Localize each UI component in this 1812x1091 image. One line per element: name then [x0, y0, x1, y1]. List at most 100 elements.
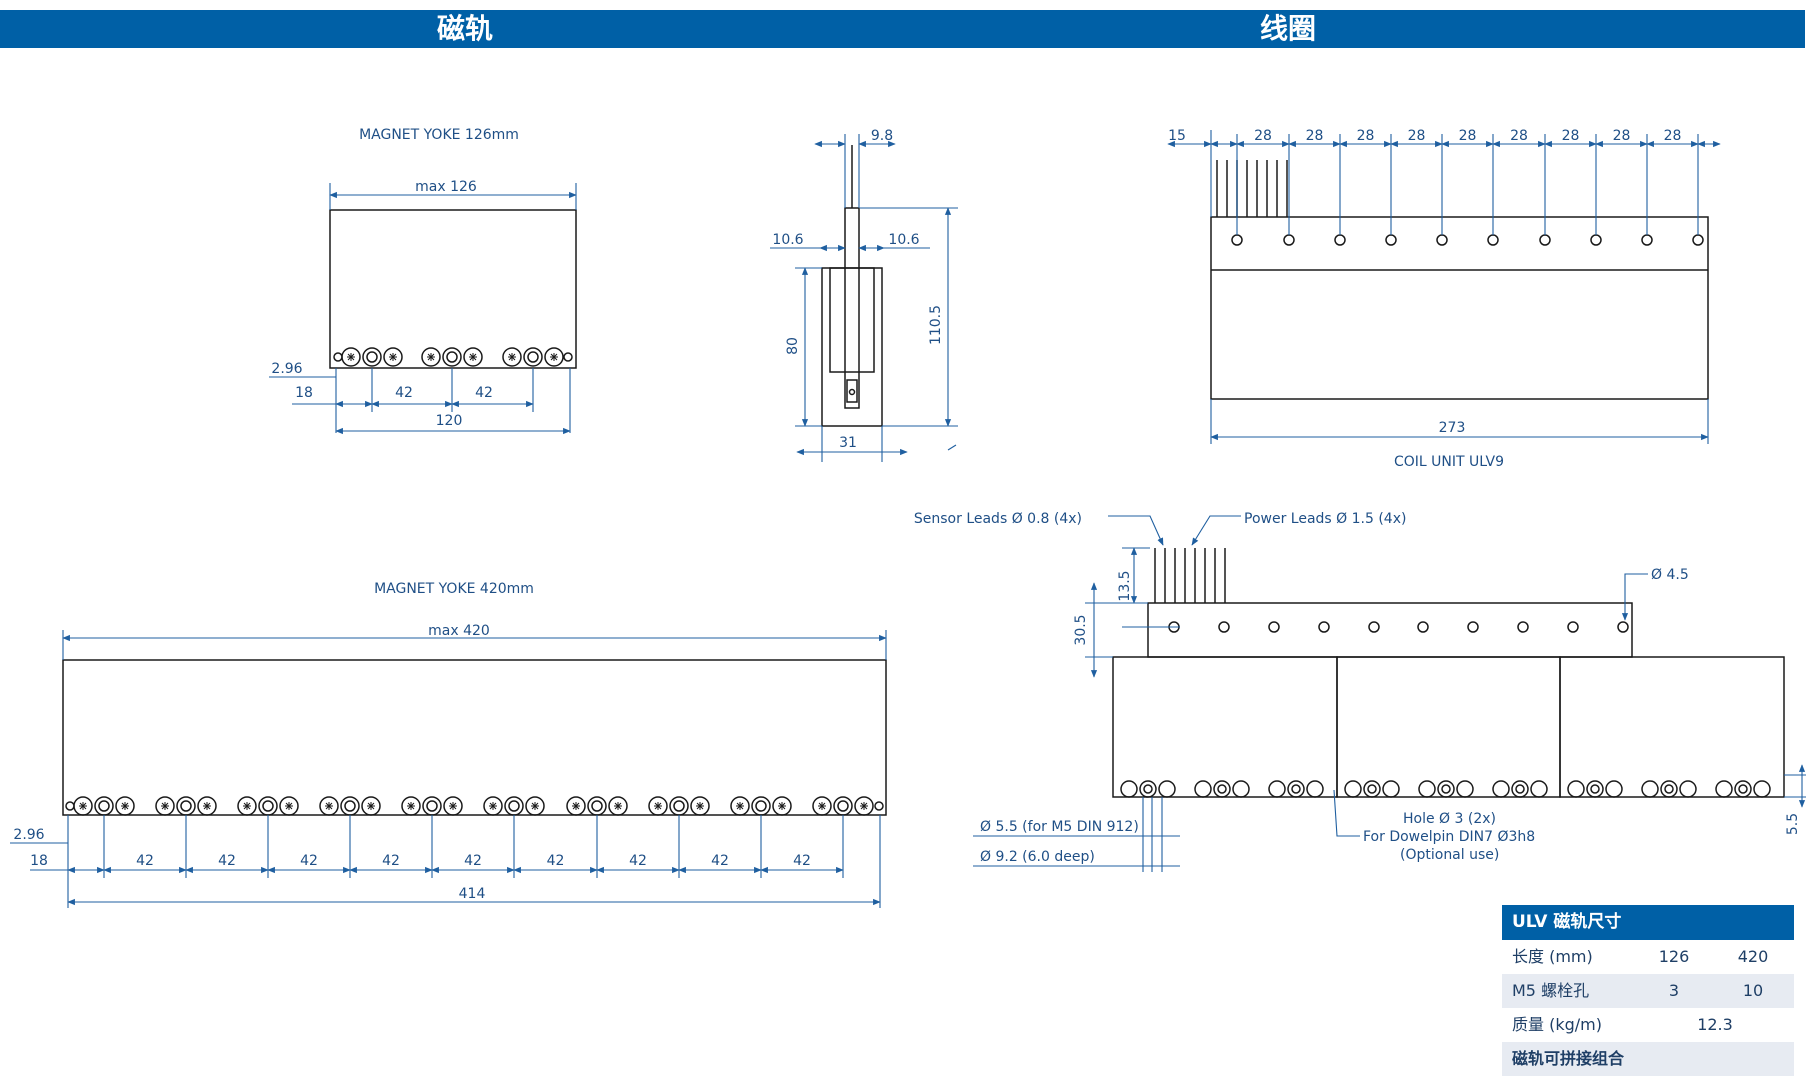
dim-5-5: 5.5 — [1785, 813, 1801, 835]
magnet-star — [449, 802, 457, 810]
coil-blade — [844, 207, 860, 409]
magnet-screw — [525, 796, 545, 816]
magnet-screw — [730, 796, 750, 816]
magnet-screw — [812, 796, 832, 816]
bolt-hole — [1437, 780, 1455, 798]
magnet-screw — [115, 796, 135, 816]
dim-42-label: 42 — [464, 853, 482, 869]
magnet-star — [489, 802, 497, 810]
magnet-star — [736, 802, 744, 810]
coil-mount-hole — [1334, 234, 1346, 246]
coil-unit-title: COIL UNIT ULV9 — [1394, 454, 1504, 470]
dim-414: 414 — [459, 886, 486, 902]
bolt-hole — [362, 347, 382, 367]
power-leads-label: Power Leads Ø 1.5 (4x) — [1244, 511, 1406, 527]
dim-30-5: 30.5 — [1073, 614, 1089, 645]
magnet-screw — [1567, 780, 1585, 798]
magnet-screw — [443, 796, 463, 816]
hole-leader — [1333, 789, 1360, 837]
magnet-screw — [155, 796, 175, 816]
magnet-screw — [648, 796, 668, 816]
power-leader — [1191, 515, 1241, 546]
magnet-star — [778, 802, 786, 810]
dim-2-96-a: 2.96 — [271, 361, 302, 377]
bolt-hole-inner — [262, 800, 274, 812]
dim-10-6-right: 10.6 — [888, 232, 919, 248]
mark — [947, 444, 957, 451]
magnet-star — [572, 802, 580, 810]
bolt-hole — [504, 796, 524, 816]
bolt-hole — [1363, 780, 1381, 798]
bolt-hole-inner — [1291, 784, 1301, 794]
magnet-star — [285, 802, 293, 810]
bolt-hole — [258, 796, 278, 816]
magnet-star — [407, 802, 415, 810]
magnet-screw — [1418, 780, 1436, 798]
magnet-screw — [401, 796, 421, 816]
coil-mount-hole — [1692, 234, 1704, 246]
blade-hole — [848, 388, 856, 396]
table-row: 磁轨可拼接组合 — [1502, 1042, 1794, 1076]
magnet-star — [860, 802, 868, 810]
dim-42-label: 42 — [793, 853, 811, 869]
dim-110-5: 110.5 — [928, 305, 944, 345]
coil-body — [1210, 216, 1709, 400]
bolt-hole — [1287, 780, 1305, 798]
bolt-hole-inner — [527, 351, 539, 363]
assembly-yoke — [1559, 656, 1785, 798]
coil-mount-hole — [1385, 234, 1397, 246]
bolt-hole — [751, 796, 771, 816]
assembly-hole — [1517, 621, 1529, 633]
magnet-star — [347, 353, 355, 361]
magnet-screw — [608, 796, 628, 816]
magnet-screw — [237, 796, 257, 816]
magnet-screw — [772, 796, 792, 816]
phi-5-5-label: Ø 5.5 (for M5 DIN 912) — [980, 819, 1139, 835]
magnet-screw — [1530, 780, 1548, 798]
magnet-star — [654, 802, 662, 810]
magnet-screw — [544, 347, 564, 367]
magnet-star — [614, 802, 622, 810]
bolt-hole-inner — [837, 800, 849, 812]
bolt-hole-inner — [1664, 784, 1674, 794]
blade-foot — [846, 379, 858, 403]
bolt-hole-inner — [508, 800, 520, 812]
bolt-hole — [1734, 780, 1752, 798]
dim-31: 31 — [839, 435, 857, 451]
magnet-screw — [1194, 780, 1212, 798]
side-inner — [829, 267, 875, 373]
bolt-hole-inner — [180, 800, 192, 812]
dim-28-label: 28 — [1562, 128, 1580, 144]
end-hole — [563, 352, 573, 362]
magnet-star — [325, 802, 333, 810]
magnet-screw — [1306, 780, 1324, 798]
bolt-hole-inner — [673, 800, 685, 812]
magnet-screw — [1679, 780, 1697, 798]
dimension-table: ULV 磁轨尺寸 长度 (mm) 126 420 M5 螺栓孔 3 10 质量 … — [1502, 905, 1794, 1076]
magnet-star — [243, 802, 251, 810]
magnet-star — [121, 802, 129, 810]
yoke126-body — [329, 209, 577, 369]
magnet-screw — [1492, 780, 1510, 798]
assembly-hole — [1567, 621, 1579, 633]
magnet-screw — [566, 796, 586, 816]
phi-9-2-label: Ø 9.2 (6.0 deep) — [980, 849, 1095, 865]
coil-mount-hole — [1641, 234, 1653, 246]
magnet-screw — [1605, 780, 1623, 798]
magnet-star — [550, 353, 558, 361]
magnet-screw — [1641, 780, 1659, 798]
dim-42-b: 42 — [475, 385, 493, 401]
dim-42-label: 42 — [711, 853, 729, 869]
hole-label-3: (Optional use) — [1400, 847, 1499, 863]
magnet-screw — [502, 347, 522, 367]
bolt-hole-inner — [1738, 784, 1748, 794]
table-row: 质量 (kg/m) 12.3 — [1512, 1015, 1733, 1034]
magnet-star — [161, 802, 169, 810]
magnet-screw — [1268, 780, 1286, 798]
magnet-star — [818, 802, 826, 810]
magnet-screw — [1158, 780, 1176, 798]
dim-28-label: 28 — [1459, 128, 1477, 144]
bolt-hole-inner — [426, 800, 438, 812]
dim-28-label: 28 — [1357, 128, 1375, 144]
dim-28-label: 28 — [1664, 128, 1682, 144]
